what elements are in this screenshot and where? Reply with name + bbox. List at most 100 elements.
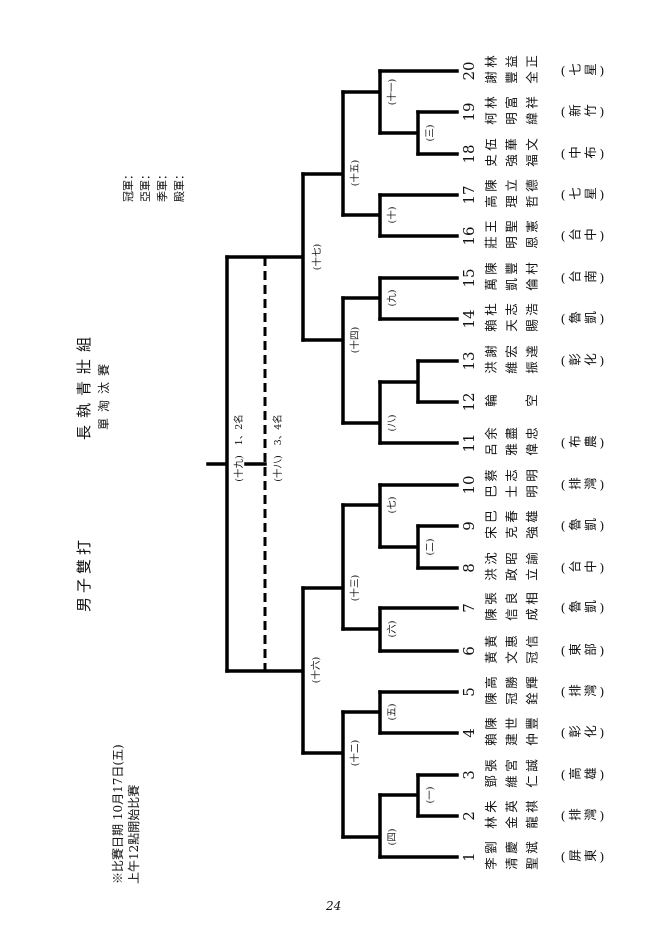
format-title: 單淘汰賽	[97, 357, 111, 430]
team-name: (彰化)	[560, 353, 608, 368]
player-name: 王聖憲	[484, 220, 546, 235]
player-name: 伍華文	[484, 138, 546, 153]
award-runner-up: 亞軍：	[139, 169, 152, 202]
team-name: (彰化)	[560, 725, 608, 740]
team-name: (七星)	[560, 187, 608, 202]
award-champion: 冠軍：	[122, 169, 135, 202]
entry-number: 6	[460, 646, 478, 656]
team-name: (台中)	[560, 228, 608, 243]
final-lines	[206, 255, 267, 673]
player-name: 史強福	[484, 154, 546, 169]
player-name: 萬凱倫	[484, 278, 546, 293]
final-note: 1、2名	[234, 414, 245, 446]
schedule-time: 上午12點開始比賽	[127, 784, 141, 884]
entry-number: 11	[460, 433, 478, 453]
entry-number: 2	[460, 811, 478, 821]
match-label: (十三)	[350, 574, 361, 602]
team-name: (台南)	[560, 270, 608, 285]
player-name: 余盡忠	[484, 427, 546, 442]
player-name: 沈昭諭	[484, 552, 546, 567]
player-name: 鄧維仁	[484, 775, 546, 790]
third-place-note: 3、4名	[273, 414, 284, 446]
page-number: 24	[326, 899, 342, 913]
match-label: (五)	[387, 703, 398, 721]
semifinal-lines	[225, 172, 305, 755]
player-name: 林金龍	[484, 816, 546, 831]
team-name: (台中)	[560, 560, 608, 575]
player-name: 杜志浩	[484, 303, 546, 318]
team-name: (中布)	[560, 146, 608, 161]
team-name: (魯凱)	[560, 518, 608, 533]
player-name: 林富祥	[484, 96, 546, 111]
entry-number: 18	[460, 144, 478, 164]
player-name: 陳冠銓	[484, 692, 546, 707]
round3-lines	[301, 90, 345, 839]
entry-number: 20	[460, 61, 478, 81]
match-label: (十)	[387, 206, 398, 224]
team-name: (新竹)	[560, 104, 608, 119]
match-label: (二)	[425, 538, 436, 556]
event-title: 男子雙打	[75, 535, 93, 612]
match-label: (十一)	[387, 78, 398, 106]
entry-number: 14	[460, 309, 478, 329]
player-name: 陳世豐	[484, 717, 546, 732]
bye-label: 輪空	[484, 394, 566, 409]
schedule-block: ※比賽日期 10月17日(五) 上午12點開始比賽	[110, 744, 142, 884]
entry-number: 17	[460, 185, 478, 205]
team-name: (排灣)	[560, 684, 608, 699]
round2-lines	[341, 69, 382, 859]
player-name: 李清聖	[484, 857, 546, 872]
award-third: 季軍：	[156, 169, 169, 202]
entry-number: 3	[460, 770, 478, 780]
player-name: 劉慶斌	[484, 841, 546, 856]
player-name: 林益正	[484, 55, 546, 70]
team-name: (魯凱)	[560, 311, 608, 326]
match-label: (十六)	[311, 656, 322, 684]
player-name: 朱英祺	[484, 800, 546, 815]
player-name: 巴士明	[484, 485, 546, 500]
player-name: 高勝輝	[484, 676, 546, 691]
player-name: 莊明恩	[484, 236, 546, 251]
awards-list: 冠軍： 亞軍： 季軍： 殿軍：	[120, 169, 188, 202]
player-name: 蔡志明	[484, 469, 546, 484]
schedule-date: ※比賽日期 10月17日(五)	[111, 744, 125, 884]
team-name: (七星)	[560, 63, 608, 78]
team-name: (排灣)	[560, 808, 608, 823]
entry-number: 1	[460, 852, 478, 862]
entry-number: 4	[460, 728, 478, 738]
player-name: 謝豐全	[484, 71, 546, 86]
entry-number: 5	[460, 687, 478, 697]
entry-number: 16	[460, 226, 478, 246]
match-label: (十二)	[350, 739, 361, 767]
entry-number: 10	[460, 475, 478, 495]
player-name: 宋克強	[484, 526, 546, 541]
entry-number: 12	[460, 392, 478, 412]
player-name: 高理哲	[484, 195, 546, 210]
team-name: (屏東)	[560, 849, 608, 864]
player-name: 呂雅偉	[484, 443, 546, 458]
player-name: 黃文冠	[484, 651, 546, 666]
match-label: (一)	[425, 786, 436, 804]
round1-lines	[378, 110, 420, 818]
third-place-match-label: (十八)	[273, 455, 284, 482]
player-name: 洪維振	[484, 361, 546, 376]
entry-number: 7	[460, 603, 478, 613]
team-name: (布農)	[560, 435, 608, 450]
final-label: (十九)1、2名	[231, 414, 245, 482]
team-name: (東部)	[560, 643, 608, 658]
player-name: 洪政立	[484, 568, 546, 583]
player-name: 謝宏達	[484, 345, 546, 360]
division-title: 長執青壯組	[75, 329, 93, 440]
player-name: 黃惠信	[484, 635, 546, 650]
match-label: (十五)	[350, 159, 361, 187]
player-name: 賴建仲	[484, 733, 546, 748]
team-name: (排灣)	[560, 477, 608, 492]
player-name: 陳豐村	[484, 262, 546, 277]
leaf-lines	[378, 69, 459, 859]
player-name: 張良相	[484, 592, 546, 607]
third-place-label: (十八) 3、4名	[270, 414, 284, 482]
team-name: (魯凱)	[560, 600, 608, 615]
match-label: (四)	[387, 828, 398, 846]
entry-number: 15	[460, 268, 478, 288]
